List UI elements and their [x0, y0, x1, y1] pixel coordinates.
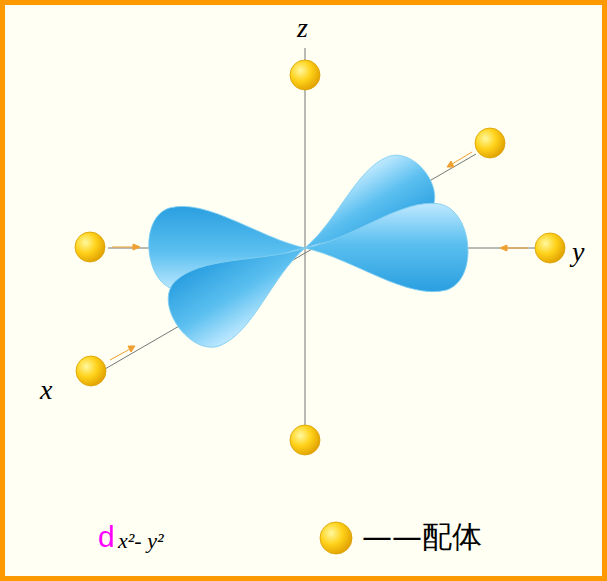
orbital-subscript: x²- y²	[118, 530, 164, 552]
axis-label: y	[572, 238, 584, 266]
orbital-symbol: d	[98, 522, 115, 552]
axis-label: x	[40, 376, 52, 404]
legend-text: ——配体	[362, 522, 482, 552]
axis-label: z	[297, 14, 308, 42]
